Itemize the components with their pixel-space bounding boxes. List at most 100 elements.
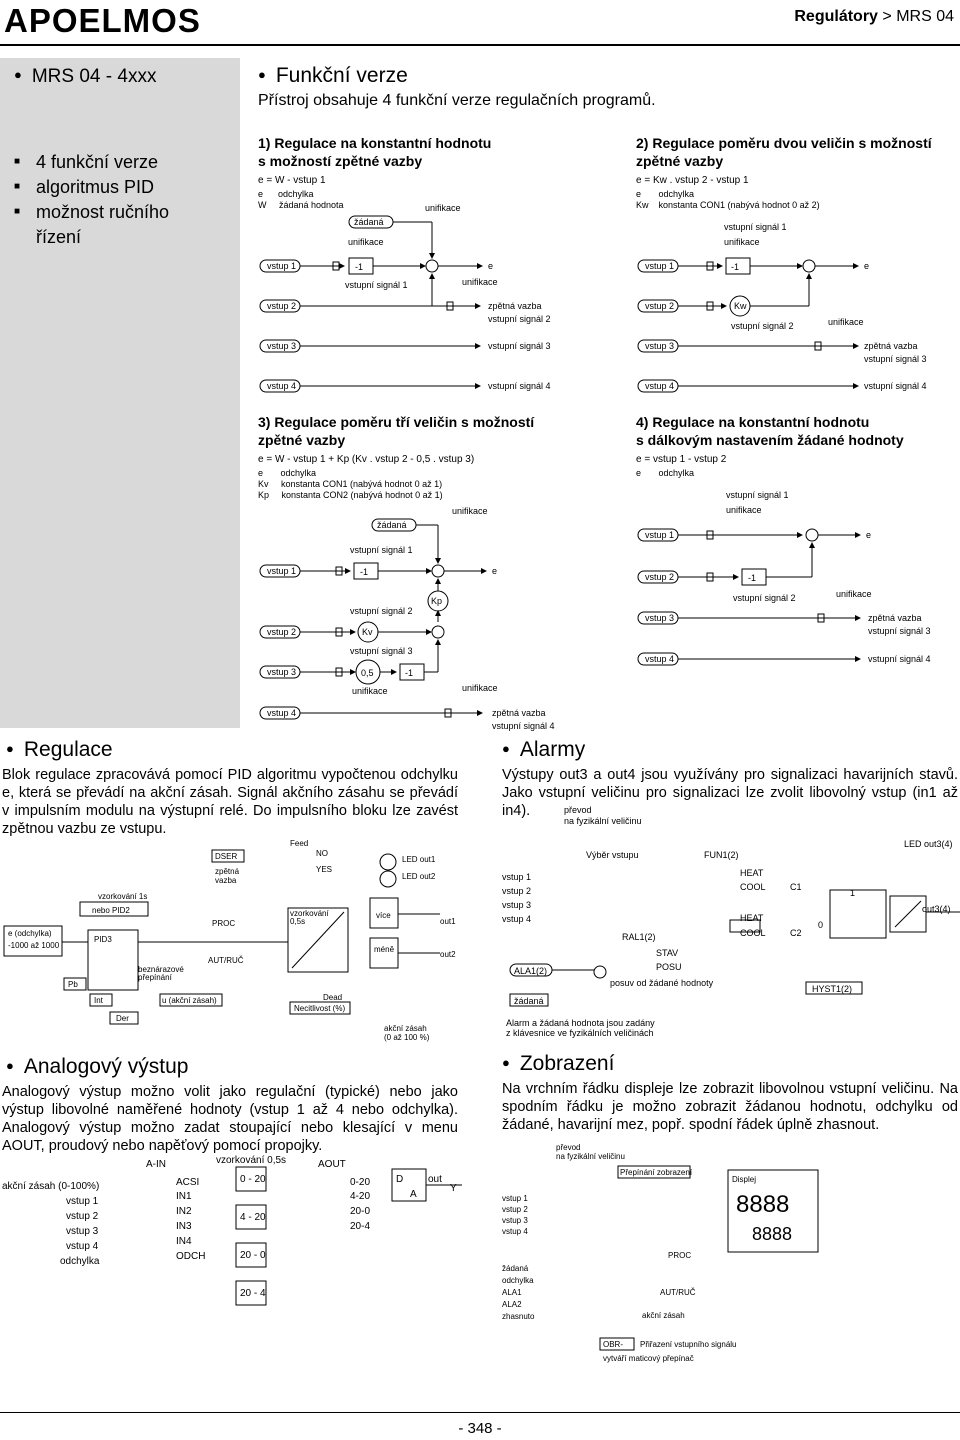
svg-text:vstupní signál 1: vstupní signál 1 xyxy=(724,222,787,232)
svg-text:vzorkování 1s: vzorkování 1s xyxy=(98,892,147,901)
diagram1-eq: e = W - vstup 1 xyxy=(258,175,326,186)
sidebar-list: 4 funkční verze algoritmus PID možnost r… xyxy=(14,149,169,250)
svg-text:DSER: DSER xyxy=(215,852,237,861)
svg-text:-1: -1 xyxy=(405,668,413,678)
breadcrumb-category[interactable]: Regulátory xyxy=(794,8,878,25)
svg-text:COOL: COOL xyxy=(740,928,766,938)
svg-text:0,5s: 0,5s xyxy=(290,917,305,926)
svg-text:-1: -1 xyxy=(355,262,363,272)
funkcni-heading: Funkční verze xyxy=(258,64,408,88)
svg-text:vstupní signál 3: vstupní signál 3 xyxy=(864,354,927,364)
svg-text:vazba: vazba xyxy=(215,876,237,885)
svg-text:ALA1(2): ALA1(2) xyxy=(514,966,547,976)
svg-text:vstup 4: vstup 4 xyxy=(645,381,674,391)
svg-text:e: e xyxy=(866,530,871,540)
svg-text:Přiřazení vstupního signálu: Přiřazení vstupního signálu xyxy=(640,1340,737,1349)
svg-text:žádaná: žádaná xyxy=(354,217,384,227)
svg-text:NO: NO xyxy=(316,849,328,858)
zobrazeni-text: Na vrchním řádku displeje lze zobrazit l… xyxy=(502,1081,958,1133)
svg-text:vstup 4: vstup 4 xyxy=(66,1241,99,1252)
svg-text:Dead: Dead xyxy=(323,993,342,1002)
svg-text:Alarm a žádaná hodnota jsou za: Alarm a žádaná hodnota jsou zadány xyxy=(506,1018,655,1028)
svg-text:zpětná vazba: zpětná vazba xyxy=(492,708,546,718)
svg-text:vstupní signál 3: vstupní signál 3 xyxy=(868,626,931,636)
svg-text:C1: C1 xyxy=(790,882,802,892)
svg-text:vstupní signál 2: vstupní signál 2 xyxy=(733,593,796,603)
svg-text:HYST1(2): HYST1(2) xyxy=(812,984,852,994)
svg-text:STAV: STAV xyxy=(656,948,678,958)
svg-text:vstup 4: vstup 4 xyxy=(502,1227,528,1236)
svg-text:AUT/RUČ: AUT/RUČ xyxy=(660,1288,696,1297)
diagram2-title: 2) Regulace poměru dvou veličin s možnos… xyxy=(636,135,932,169)
svg-text:vstup 3: vstup 3 xyxy=(267,667,296,677)
svg-text:unifikace: unifikace xyxy=(348,237,384,247)
sidebar-item: možnost ručního xyxy=(14,199,169,225)
svg-text:ALA2: ALA2 xyxy=(502,1300,522,1309)
svg-text:vstup 3: vstup 3 xyxy=(502,1216,528,1225)
svg-text:LED out3(4): LED out3(4) xyxy=(904,839,953,849)
svg-text:Y: Y xyxy=(450,1183,457,1194)
svg-text:ODCH: ODCH xyxy=(176,1251,205,1262)
svg-text:AOUT: AOUT xyxy=(318,1159,346,1170)
svg-text:YES: YES xyxy=(316,865,332,874)
zobrazeni-heading: Zobrazení xyxy=(502,1052,615,1076)
svg-text:vstup 3: vstup 3 xyxy=(645,341,674,351)
svg-text:vstup 2: vstup 2 xyxy=(502,886,531,896)
svg-text:IN1: IN1 xyxy=(176,1191,192,1202)
alarmy-heading: Alarmy xyxy=(502,738,585,762)
analog-heading: Analogový výstup xyxy=(6,1055,189,1079)
svg-text:A-IN: A-IN xyxy=(146,1159,166,1170)
svg-text:POSU: POSU xyxy=(656,962,682,972)
svg-text:PID3: PID3 xyxy=(94,935,112,944)
footer-rule xyxy=(0,1412,960,1413)
svg-text:unifikace: unifikace xyxy=(462,277,498,287)
svg-text:na fyzikální veličinu: na fyzikální veličinu xyxy=(556,1152,625,1161)
svg-text:unifikace: unifikace xyxy=(828,317,864,327)
svg-text:out: out xyxy=(428,1174,442,1185)
svg-text:akční zásah: akční zásah xyxy=(642,1311,685,1320)
svg-text:více: více xyxy=(376,911,391,920)
svg-text:vstup 3: vstup 3 xyxy=(502,900,531,910)
svg-text:IN3: IN3 xyxy=(176,1221,192,1232)
svg-text:vstupní signál 1: vstupní signál 1 xyxy=(350,545,413,555)
svg-text:ACSI: ACSI xyxy=(176,1177,199,1188)
svg-text:Kv: Kv xyxy=(362,627,373,637)
svg-text:A: A xyxy=(410,1189,417,1200)
svg-text:vzorkování 0,5s: vzorkování 0,5s xyxy=(216,1155,286,1166)
svg-text:zpětná vazba: zpětná vazba xyxy=(868,613,922,623)
svg-text:-1000 až 1000: -1000 až 1000 xyxy=(8,941,60,950)
svg-text:unifikace: unifikace xyxy=(452,506,488,516)
svg-text:beznárazové: beznárazové xyxy=(138,965,184,974)
svg-text:vstup 4: vstup 4 xyxy=(267,708,296,718)
svg-text:20 - 0: 20 - 0 xyxy=(240,1250,266,1261)
svg-text:vstup 4: vstup 4 xyxy=(502,914,531,924)
svg-text:vstup 1: vstup 1 xyxy=(645,261,674,271)
svg-text:4 - 20: 4 - 20 xyxy=(240,1212,266,1223)
svg-text:vstup 1: vstup 1 xyxy=(502,872,531,882)
svg-text:vstup 1: vstup 1 xyxy=(267,261,296,271)
regulace-text: Blok regulace zpracovává pomocí PID algo… xyxy=(2,767,458,837)
svg-text:20-4: 20-4 xyxy=(350,1221,370,1232)
svg-text:D: D xyxy=(396,1174,403,1185)
svg-text:vstupní signál 4: vstupní signál 4 xyxy=(492,721,555,731)
svg-text:0: 0 xyxy=(818,920,823,930)
svg-text:posuv od žádané hodnoty: posuv od žádané hodnoty xyxy=(610,978,714,988)
svg-text:přepínání: přepínání xyxy=(138,973,173,982)
svg-text:Výběr vstupu: Výběr vstupu xyxy=(586,850,639,860)
svg-text:vstup 2: vstup 2 xyxy=(645,301,674,311)
svg-text:C2: C2 xyxy=(790,928,802,938)
svg-text:vstup 3: vstup 3 xyxy=(66,1226,99,1237)
svg-text:vstupní signál 4: vstupní signál 4 xyxy=(868,654,931,664)
svg-text:e: e xyxy=(492,566,497,576)
svg-text:vstupní signál 2: vstupní signál 2 xyxy=(350,606,413,616)
svg-text:0,5: 0,5 xyxy=(361,668,374,678)
svg-text:vstup 1: vstup 1 xyxy=(502,1194,528,1203)
svg-text:-1: -1 xyxy=(731,262,739,272)
svg-text:žádaná: žádaná xyxy=(377,520,407,530)
header-rule xyxy=(0,44,960,46)
